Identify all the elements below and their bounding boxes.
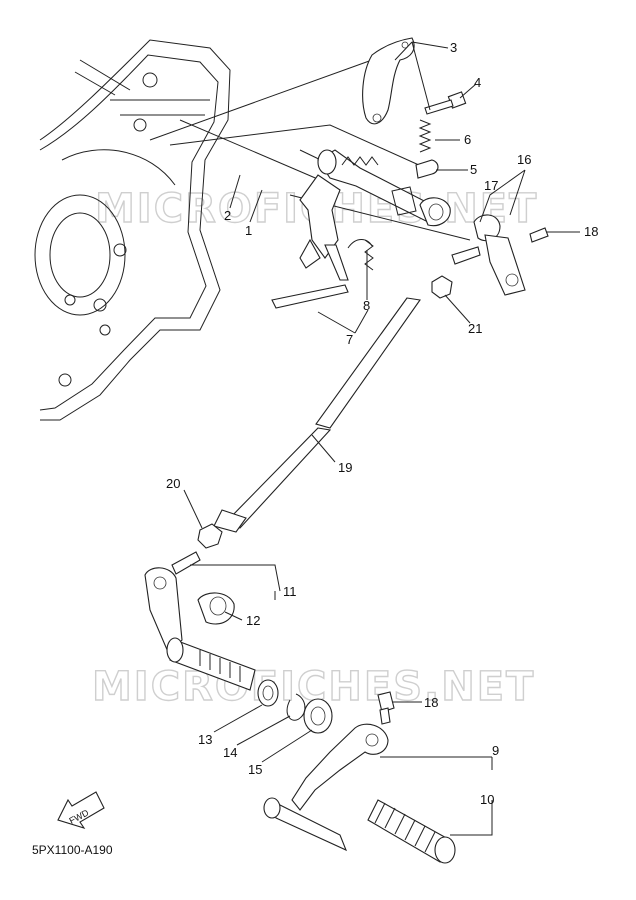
callout-labels: 1 2 3 4 5 6 7 8 9 10 11 12 13 14 15 16 1… [166, 40, 598, 807]
lower-shaft-part [166, 637, 256, 691]
callout-11: 11 [283, 584, 297, 599]
callout-7: 7 [346, 332, 353, 347]
callout-leaders [183, 41, 580, 836]
lower-shift-arm-part [144, 551, 235, 653]
pedal-bolt-part [377, 691, 395, 725]
bolt-part [424, 91, 467, 115]
callout-12: 12 [246, 613, 260, 628]
crankcase-outline [34, 39, 231, 421]
shift-pedal-part [263, 723, 389, 852]
callout-10: 10 [480, 792, 494, 807]
callout-17: 17 [484, 178, 498, 193]
callout-6: 6 [464, 132, 471, 147]
forward-arrow-icon: FWD [57, 791, 105, 829]
callout-18-lower: 18 [424, 695, 438, 710]
callout-15: 15 [248, 762, 262, 777]
callout-16: 16 [517, 152, 531, 167]
oil-seal-part [303, 698, 333, 734]
callout-1: 1 [245, 223, 252, 238]
callout-4: 4 [474, 75, 481, 90]
nut-part [431, 275, 453, 299]
callout-19: 19 [338, 460, 352, 475]
rod-nut-part [197, 523, 223, 549]
callout-9: 9 [492, 743, 499, 758]
callout-5: 5 [470, 162, 477, 177]
callout-2: 2 [224, 208, 231, 223]
callout-8: 8 [363, 298, 370, 313]
pedal-rubber-part [367, 799, 456, 864]
callout-20: 20 [166, 476, 180, 491]
washer-part [257, 679, 279, 707]
pin-part [415, 159, 439, 179]
callout-14: 14 [223, 745, 237, 760]
segment-plate-part [362, 37, 415, 125]
shift-rod-part [213, 297, 421, 533]
callout-18-upper: 18 [584, 224, 598, 239]
callout-3: 3 [450, 40, 457, 55]
callout-21: 21 [468, 321, 482, 336]
callout-13: 13 [198, 732, 212, 747]
shift-shaft-part [271, 149, 433, 309]
diagram-code: 5PX1100-A190 [32, 843, 113, 857]
spring-part [418, 119, 432, 153]
circlip-part [286, 693, 306, 721]
